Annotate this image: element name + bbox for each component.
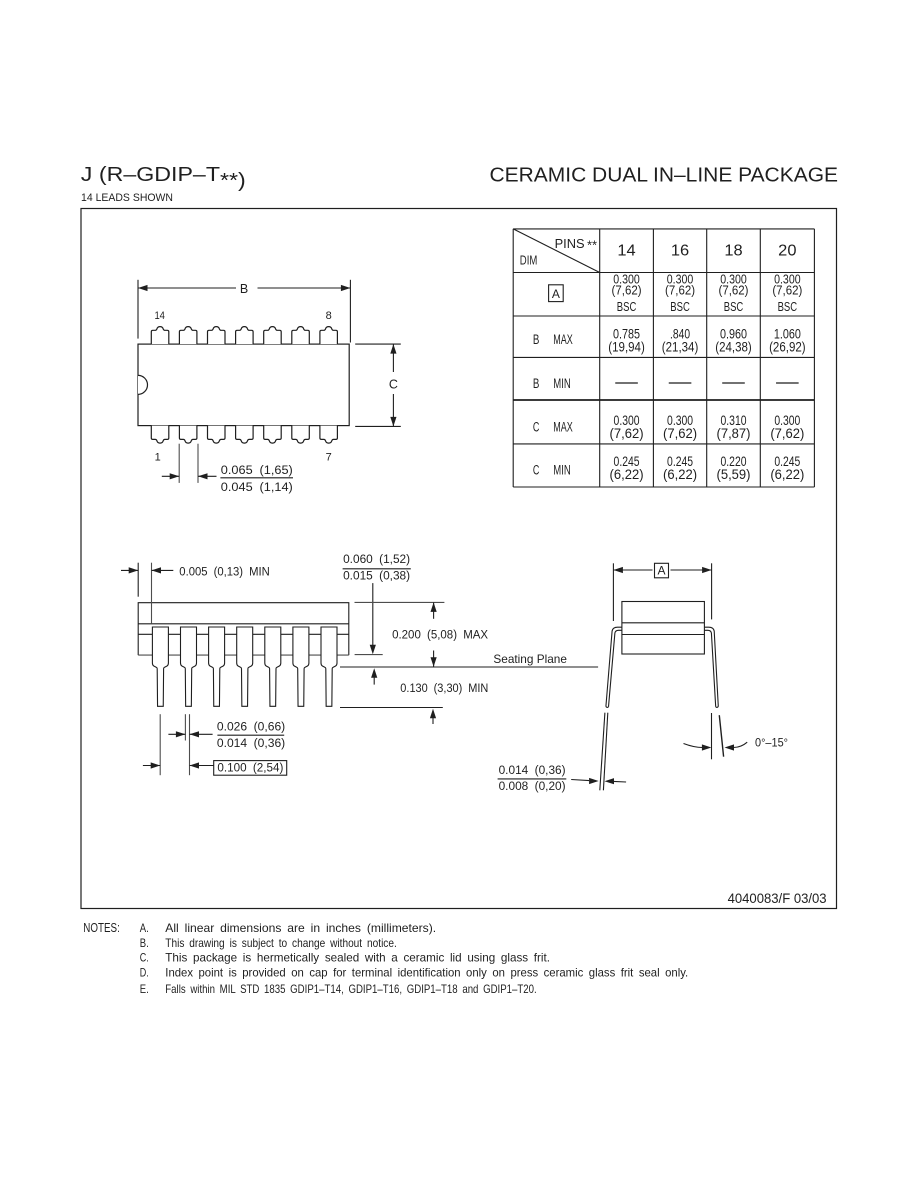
svg-text:Index point is provided on cap: Index point is provided on cap for termi… [165,966,688,980]
svg-text:A.: A. [140,921,149,935]
svg-text:7: 7 [326,451,332,463]
svg-text:14 LEADS SHOWN: 14 LEADS SHOWN [81,192,173,204]
svg-text:1.060: 1.060 [774,326,801,342]
svg-text:0.014 (0,36): 0.014 (0,36) [217,738,285,750]
svg-text:0.130 (3,30) MIN: 0.130 (3,30) MIN [400,683,488,695]
svg-text:0.300: 0.300 [774,412,800,428]
svg-text:A: A [552,287,560,301]
svg-text:This drawing is subject to cha: This drawing is subject to change withou… [165,936,396,950]
svg-text:C: C [389,378,398,392]
svg-text:C: C [533,463,540,478]
svg-text:14: 14 [617,243,635,260]
svg-text:(19,94): (19,94) [608,339,645,355]
svg-text:0.300: 0.300 [667,412,693,428]
svg-text:.840: .840 [670,326,690,342]
svg-text:(7,62): (7,62) [612,284,642,298]
svg-text:MIN: MIN [553,463,571,478]
svg-text:Seating Plane: Seating Plane [493,652,567,666]
svg-text:(7,87): (7,87) [717,425,751,441]
svg-text:PINS: PINS [555,237,585,251]
svg-text:B.: B. [140,936,149,950]
svg-text:(7,62): (7,62) [770,425,804,441]
svg-text:(21,34): (21,34) [662,339,699,355]
svg-text:0.300: 0.300 [614,412,640,428]
svg-text:(5,59): (5,59) [717,466,751,482]
svg-text:0.300: 0.300 [667,273,694,287]
svg-text:18: 18 [724,243,742,260]
svg-text:B: B [240,282,248,296]
svg-text:BSC: BSC [617,300,637,314]
svg-text:0°–15°: 0°–15° [755,735,788,749]
svg-text:14: 14 [154,310,165,322]
svg-text:0.008 (0,20): 0.008 (0,20) [499,781,566,793]
svg-text:C.: C. [140,950,149,964]
svg-text:(7,62): (7,62) [719,284,749,298]
svg-text:0.300: 0.300 [774,273,801,287]
svg-text:BSC: BSC [724,300,744,314]
svg-text:0.005 (0,13) MIN: 0.005 (0,13) MIN [179,566,269,578]
svg-text:0.065 (1,65): 0.065 (1,65) [221,465,293,477]
svg-text:CERAMIC DUAL IN–LINE PACKAGE: CERAMIC DUAL IN–LINE PACKAGE [490,165,839,187]
svg-text:B: B [533,332,540,347]
svg-text:D.: D. [140,966,149,980]
svg-text:B: B [533,376,540,391]
svg-text:0.300: 0.300 [720,273,747,287]
svg-text:(6,22): (6,22) [663,466,697,482]
svg-text:(7,62): (7,62) [772,284,802,298]
svg-text:0.015 (0,38): 0.015 (0,38) [343,570,410,582]
svg-text:DIM: DIM [520,254,538,268]
svg-text:0.026 (0,66): 0.026 (0,66) [217,722,285,734]
svg-text:BSC: BSC [670,300,690,314]
svg-text:20: 20 [778,243,796,260]
svg-text:16: 16 [671,243,689,260]
svg-text:MIN: MIN [553,376,571,391]
svg-text:(7,62): (7,62) [610,425,644,441]
svg-text:All linear dimensions are in i: All linear dimensions are in inches (mil… [165,921,436,935]
svg-text:0.310: 0.310 [721,412,747,428]
svg-text:0.060 (1,52): 0.060 (1,52) [343,554,410,566]
svg-text:0.045 (1,14): 0.045 (1,14) [221,482,293,494]
svg-text:0.785: 0.785 [613,326,640,342]
svg-text:0.245: 0.245 [614,453,640,469]
svg-text:E.: E. [140,982,149,996]
svg-text:(6,22): (6,22) [770,466,804,482]
svg-text:0.960: 0.960 [720,326,747,342]
svg-text:0.014 (0,36): 0.014 (0,36) [499,765,566,777]
svg-text:Falls within MIL STD 1835 GDIP: Falls within MIL STD 1835 GDIP1–T14, GDI… [165,982,536,996]
svg-text:0.300: 0.300 [613,273,640,287]
svg-text:0.100 (2,54): 0.100 (2,54) [217,763,283,775]
svg-text:(6,22): (6,22) [610,466,644,482]
svg-text:MAX: MAX [553,420,573,435]
svg-text:0.245: 0.245 [667,453,693,469]
svg-text:(24,38): (24,38) [715,339,752,355]
svg-text:This package is hermetically s: This package is hermetically sealed with… [165,950,550,964]
svg-text:1: 1 [155,451,161,463]
svg-text:4040083/F 03/03: 4040083/F 03/03 [728,890,827,906]
svg-text:8: 8 [326,310,332,322]
svg-text:0.200 (5,08) MAX: 0.200 (5,08) MAX [392,629,488,641]
svg-text:(7,62): (7,62) [665,284,695,298]
svg-text:**: ** [587,238,597,253]
svg-text:A: A [657,564,665,578]
svg-text:MAX: MAX [553,332,573,347]
svg-text:(26,92): (26,92) [769,339,806,355]
svg-text:NOTES:: NOTES: [83,921,120,935]
svg-text:0.245: 0.245 [774,453,800,469]
svg-text:BSC: BSC [778,300,798,314]
svg-text:0.220: 0.220 [721,453,747,469]
svg-text:C: C [533,420,540,435]
svg-text:(7,62): (7,62) [663,425,697,441]
